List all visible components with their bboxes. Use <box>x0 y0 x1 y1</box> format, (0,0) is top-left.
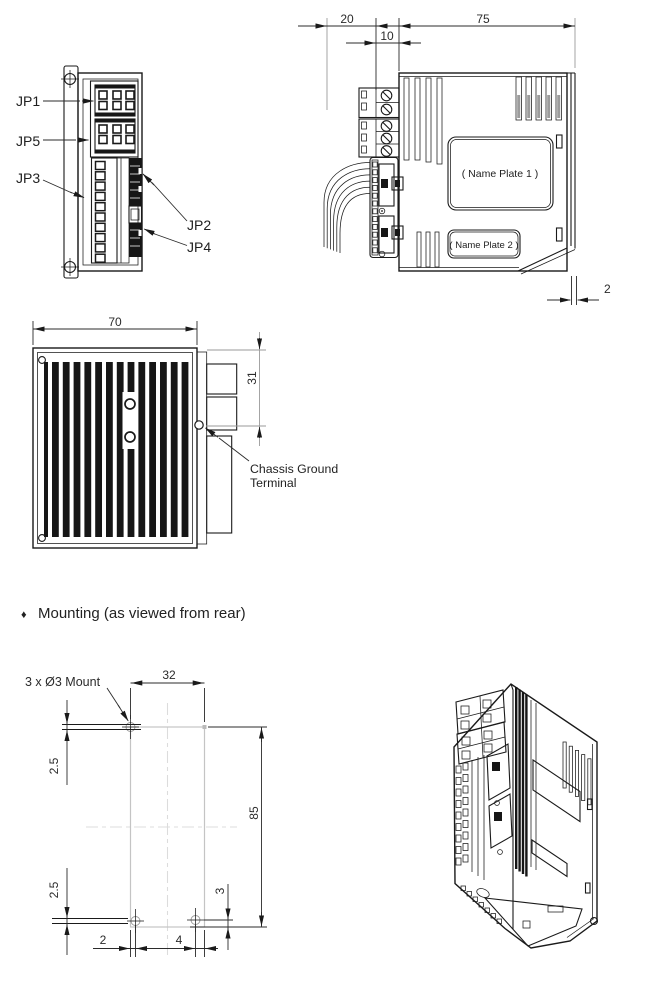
jp1-label: JP1 <box>16 93 40 109</box>
mount-note: 3 x Ø3 Mount <box>25 675 101 689</box>
section-heading-text: Mounting (as viewed from rear) <box>38 605 246 622</box>
iso-fin-strip <box>515 687 528 877</box>
isometric-view-drawing <box>453 683 599 949</box>
dim-3: 3 <box>213 887 227 894</box>
connector-block-b <box>206 396 238 431</box>
dim-2-mount: 2 <box>100 933 107 947</box>
connector-block-c <box>206 435 233 534</box>
iso-side-details <box>531 741 593 894</box>
dim-31: 31 <box>245 371 259 385</box>
name-plate-2: ( Name Plate 2 ) <box>447 229 521 259</box>
dim-32: 32 <box>162 668 176 682</box>
front-view-drawing: JP1 JP5 JP3 JP2 JP4 <box>16 65 211 279</box>
dim-2-side: 2 <box>604 282 611 296</box>
dim-85: 85 <box>247 806 261 820</box>
jp4-connector <box>129 223 142 257</box>
diamond-bullet-icon: ♦ <box>21 609 27 621</box>
chassis-ground-label-line1: Chassis Ground <box>250 462 338 476</box>
chassis-ground-terminal <box>194 420 204 430</box>
jp2-connector <box>129 158 142 206</box>
side-vents-right <box>515 76 562 121</box>
dim-10: 10 <box>380 29 394 43</box>
bracket-outline <box>129 726 206 928</box>
terminal-block-2 <box>358 118 400 158</box>
mount-hole-bottom <box>61 258 79 276</box>
jp3-label: JP3 <box>16 170 40 186</box>
dim-75: 75 <box>476 12 490 26</box>
screw-hole-upper <box>124 398 136 410</box>
jp4-label: JP4 <box>187 239 211 255</box>
terminal-block-1 <box>358 87 400 119</box>
iso-name-plate-2 <box>531 838 568 878</box>
iso-name-plate-1 <box>532 758 581 823</box>
side-vents-bottom <box>416 231 440 268</box>
din-clip-lower <box>555 227 563 242</box>
screw-hole-lower <box>124 431 136 443</box>
name-plate-1: ( Name Plate 1 ) <box>447 136 554 211</box>
dim-4-mount: 4 <box>176 933 183 947</box>
section-heading: ♦ Mounting (as viewed from rear) <box>21 605 246 622</box>
mount-hole-top-left <box>122 715 139 739</box>
iso-front-details <box>455 743 513 880</box>
connector-block-a <box>206 363 238 395</box>
dim-2-5-top: 2.5 <box>47 757 61 774</box>
svg-text:( Name Plate 2 ): ( Name Plate 2 ) <box>449 240 518 251</box>
iso-terminal-blocks <box>455 689 507 765</box>
wire-bundle <box>323 162 371 253</box>
signal-connectors <box>369 156 404 259</box>
mounting-view-drawing: 3 x Ø3 Mount 32 85 2.5 2.5 3 <box>25 668 267 957</box>
jp2-label: JP2 <box>187 217 211 233</box>
iso-foot <box>460 885 583 947</box>
dim-20: 20 <box>340 12 354 26</box>
chassis-ground-label-line2: Terminal <box>250 476 296 490</box>
heatsink-fins <box>44 362 189 537</box>
jp3-terminal-strip <box>90 157 130 264</box>
jp5-connector <box>94 118 136 154</box>
top-view-drawing: 70 31 Chassis Gr <box>32 315 338 549</box>
dim-70: 70 <box>108 315 122 329</box>
mount-hole-top <box>61 70 79 88</box>
svg-text:( Name Plate 1 ): ( Name Plate 1 ) <box>462 168 538 180</box>
jp5-label: JP5 <box>16 133 40 149</box>
jp1-connector <box>94 84 136 117</box>
side-view-drawing: 20 75 10 ( Nam <box>298 12 611 305</box>
side-vents-left <box>403 77 443 165</box>
din-clip-upper <box>555 134 563 149</box>
dim-2-5-bottom: 2.5 <box>47 881 61 898</box>
